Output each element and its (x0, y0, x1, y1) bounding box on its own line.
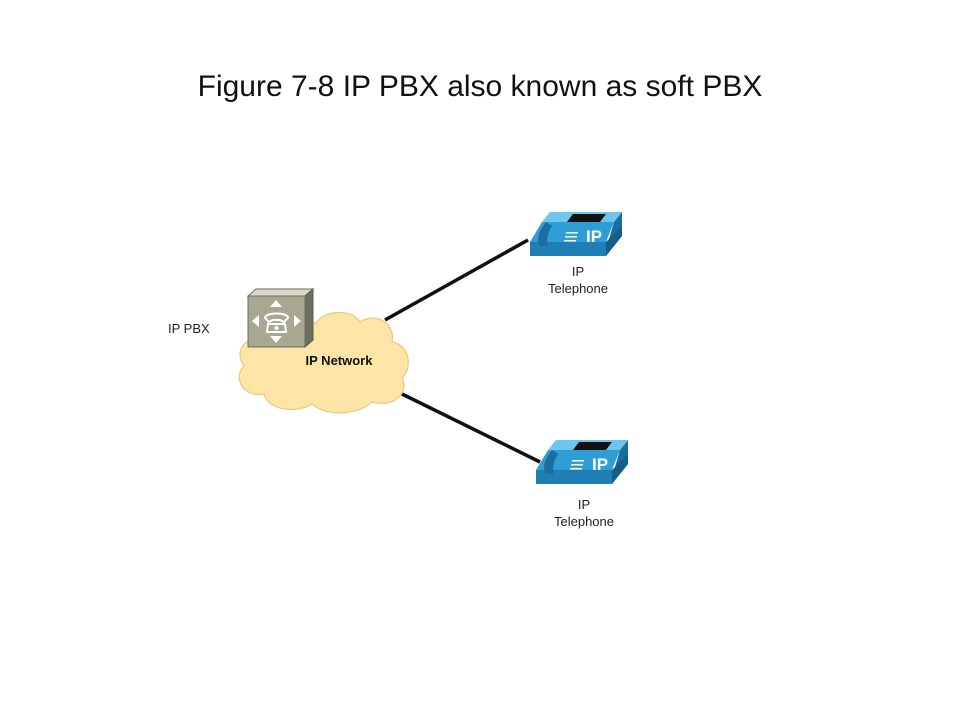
pbx-server-icon (246, 287, 315, 349)
phone-bottom-label-line2: Telephone (554, 514, 614, 529)
ip-badge-top: IP (586, 227, 602, 246)
figure-title: Figure 7-8 IP PBX also known as soft PBX (197, 70, 763, 103)
link-to-bottom-phone (399, 391, 541, 464)
phone-top-label-line1: IP (571, 264, 585, 279)
link-to-top-phone (384, 238, 529, 322)
phone-bottom-label-line1: IP (577, 497, 591, 512)
phone-top-label: IP Telephone (530, 263, 626, 297)
ip-phone-top-icon: IP (530, 212, 622, 256)
ip-badge-bottom: IP (592, 455, 608, 474)
phone-bottom-label: IP Telephone (536, 496, 632, 530)
pbx-label: IP PBX (168, 321, 210, 336)
network-label: IP Network (306, 353, 374, 368)
phone-top-label-line2: Telephone (548, 281, 608, 296)
ip-phone-bottom-icon: IP (536, 440, 628, 484)
